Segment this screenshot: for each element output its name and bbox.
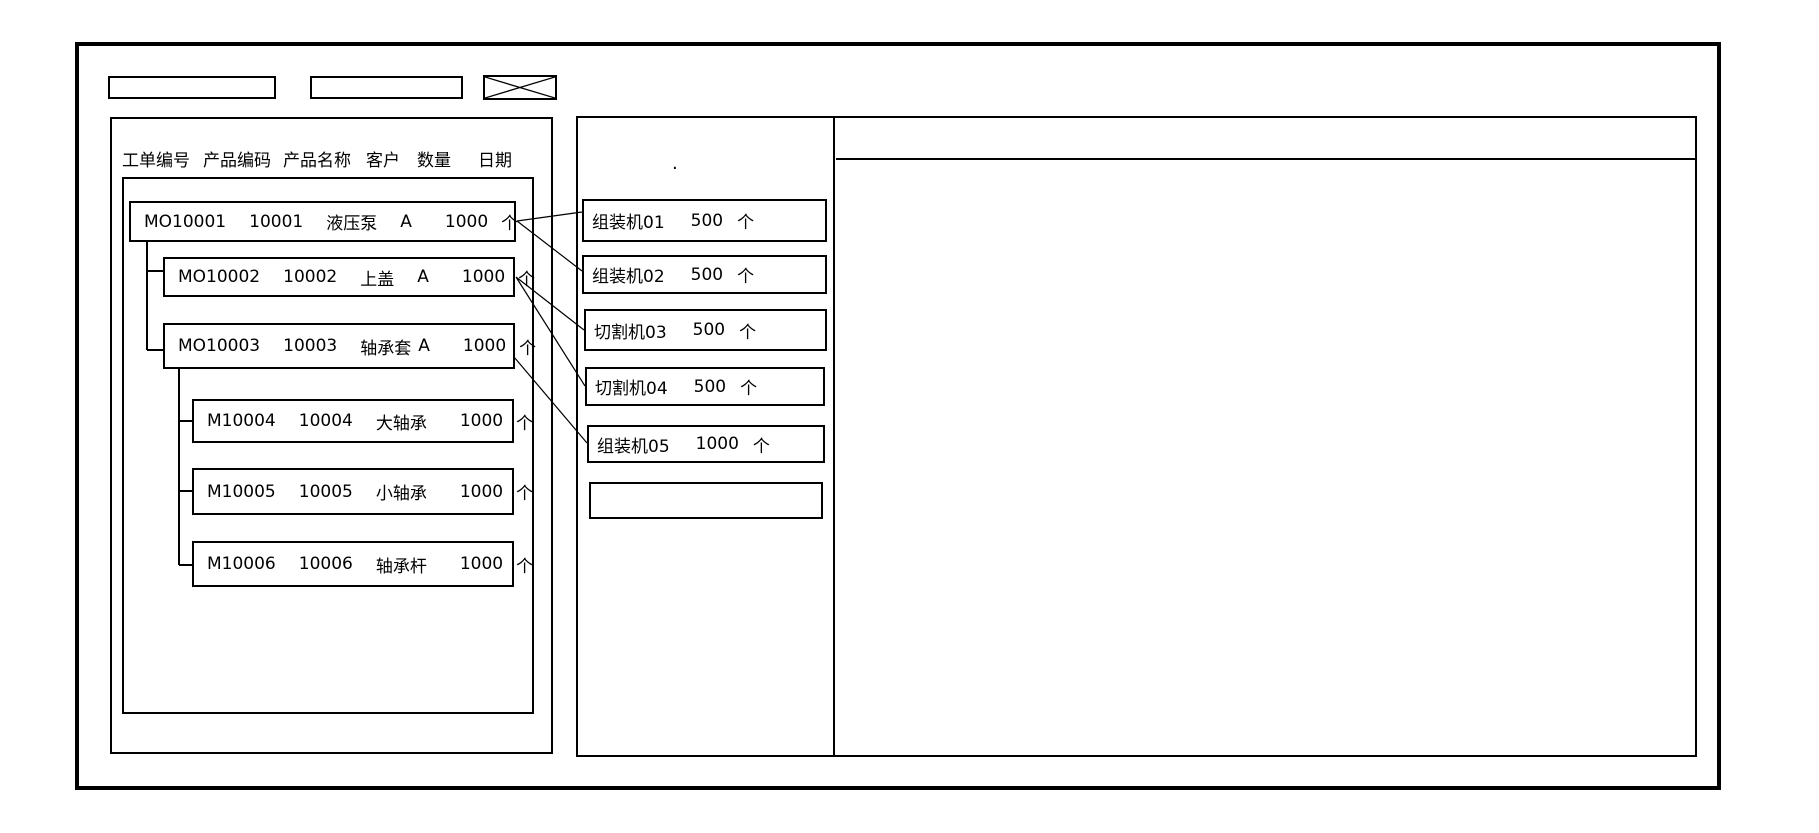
unit: 个 bbox=[739, 322, 757, 343]
product-name: 小轴承 bbox=[375, 484, 427, 504]
toolbar-input-1[interactable] bbox=[108, 76, 276, 99]
product-name: 轴承杆 bbox=[375, 556, 427, 577]
quantity: 1000 bbox=[459, 554, 504, 574]
order-card-m10005[interactable]: M10005 10005 小轴承 1000 个 bbox=[192, 468, 533, 515]
machine-card-zhuangji05[interactable]: 组装机05 1000 个 bbox=[587, 425, 825, 463]
window-frame bbox=[75, 42, 1721, 790]
order-no: M10006 bbox=[207, 554, 276, 574]
machines-panel-mark: . bbox=[672, 153, 678, 174]
unit: 个 bbox=[501, 214, 519, 234]
unit: 个 bbox=[740, 379, 758, 399]
machine-card-qiegeji03[interactable]: 切割机03 500 个 bbox=[584, 309, 827, 351]
quantity: 1000 bbox=[461, 267, 506, 287]
quantity: 1000 bbox=[462, 336, 507, 356]
unit: 个 bbox=[516, 484, 534, 504]
column-header-qty: 数量 bbox=[417, 151, 451, 171]
quantity: 1000 bbox=[444, 211, 489, 232]
product-code: 10005 bbox=[298, 481, 353, 502]
product-name: 液压泵 bbox=[326, 214, 378, 234]
machine-qty: 500 bbox=[692, 320, 726, 340]
machine-card-empty-slot[interactable] bbox=[589, 482, 823, 519]
machine-name: 切割机03 bbox=[594, 322, 667, 343]
machine-card-zhuangji01[interactable]: 组装机01 500 个 bbox=[582, 199, 827, 242]
machine-qty: 1000 bbox=[695, 434, 739, 454]
column-header-date: 日期 bbox=[478, 151, 512, 171]
unit: 个 bbox=[737, 213, 755, 233]
machine-qty: 500 bbox=[690, 264, 724, 285]
customer: A bbox=[418, 336, 430, 356]
product-name: 上盖 bbox=[360, 269, 395, 290]
quantity: 1000 bbox=[459, 411, 504, 431]
product-code: 10006 bbox=[298, 554, 353, 574]
column-header-customer: 客户 bbox=[366, 151, 400, 171]
column-header-product-code: 产品编码 bbox=[203, 151, 271, 171]
order-no: MO10002 bbox=[178, 267, 261, 287]
customer: A bbox=[400, 211, 412, 232]
product-name: 大轴承 bbox=[375, 413, 427, 434]
machine-name: 组装机01 bbox=[592, 213, 665, 233]
order-no: MO10001 bbox=[144, 211, 227, 232]
toolbar-input-2[interactable] bbox=[310, 76, 463, 99]
machine-card-qiegeji04[interactable]: 切割机04 500 个 bbox=[585, 367, 825, 406]
quantity: 1000 bbox=[459, 481, 504, 502]
crossed-box-icon[interactable] bbox=[483, 75, 557, 100]
unit: 个 bbox=[516, 556, 534, 577]
order-card-m10006[interactable]: M10006 10006 轴承杆 1000 个 bbox=[192, 541, 533, 587]
unit: 个 bbox=[518, 269, 536, 290]
customer: A bbox=[417, 267, 429, 287]
schedule-panel-header-divider bbox=[836, 158, 1696, 160]
machine-qty: 500 bbox=[693, 376, 727, 397]
product-code: 10001 bbox=[249, 211, 304, 232]
order-card-mo10001[interactable]: MO10001 10001 液压泵 A 1000 个 bbox=[129, 201, 519, 242]
machine-card-zhuangji02[interactable]: 组装机02 500 个 bbox=[582, 255, 827, 294]
order-card-m10004[interactable]: M10004 10004 大轴承 1000 个 bbox=[192, 399, 533, 443]
unit: 个 bbox=[752, 436, 770, 457]
unit: 个 bbox=[519, 338, 537, 359]
machine-name: 组装机02 bbox=[592, 267, 665, 287]
machine-qty: 500 bbox=[690, 210, 724, 231]
order-no: M10004 bbox=[207, 411, 276, 431]
order-no: MO10003 bbox=[178, 336, 261, 356]
unit: 个 bbox=[516, 413, 534, 434]
orders-tree-container bbox=[122, 177, 534, 714]
order-no: M10005 bbox=[207, 481, 276, 502]
product-code: 10003 bbox=[283, 336, 338, 356]
column-header-order-no: 工单编号 bbox=[122, 151, 190, 171]
machine-name: 组装机05 bbox=[597, 436, 670, 457]
machine-name: 切割机04 bbox=[595, 379, 668, 399]
product-name: 轴承套 bbox=[360, 338, 412, 359]
column-header-product-name: 产品名称 bbox=[283, 151, 351, 171]
order-card-mo10003[interactable]: MO10003 10003 轴承套 A 1000 个 bbox=[163, 323, 536, 369]
crossed-box-diagonals bbox=[485, 77, 555, 98]
product-code: 10004 bbox=[298, 411, 353, 431]
schedule-panel bbox=[835, 116, 1697, 757]
unit: 个 bbox=[737, 267, 755, 287]
product-code: 10002 bbox=[283, 267, 338, 287]
order-card-mo10002[interactable]: MO10002 10002 上盖 A 1000 个 bbox=[163, 257, 535, 297]
